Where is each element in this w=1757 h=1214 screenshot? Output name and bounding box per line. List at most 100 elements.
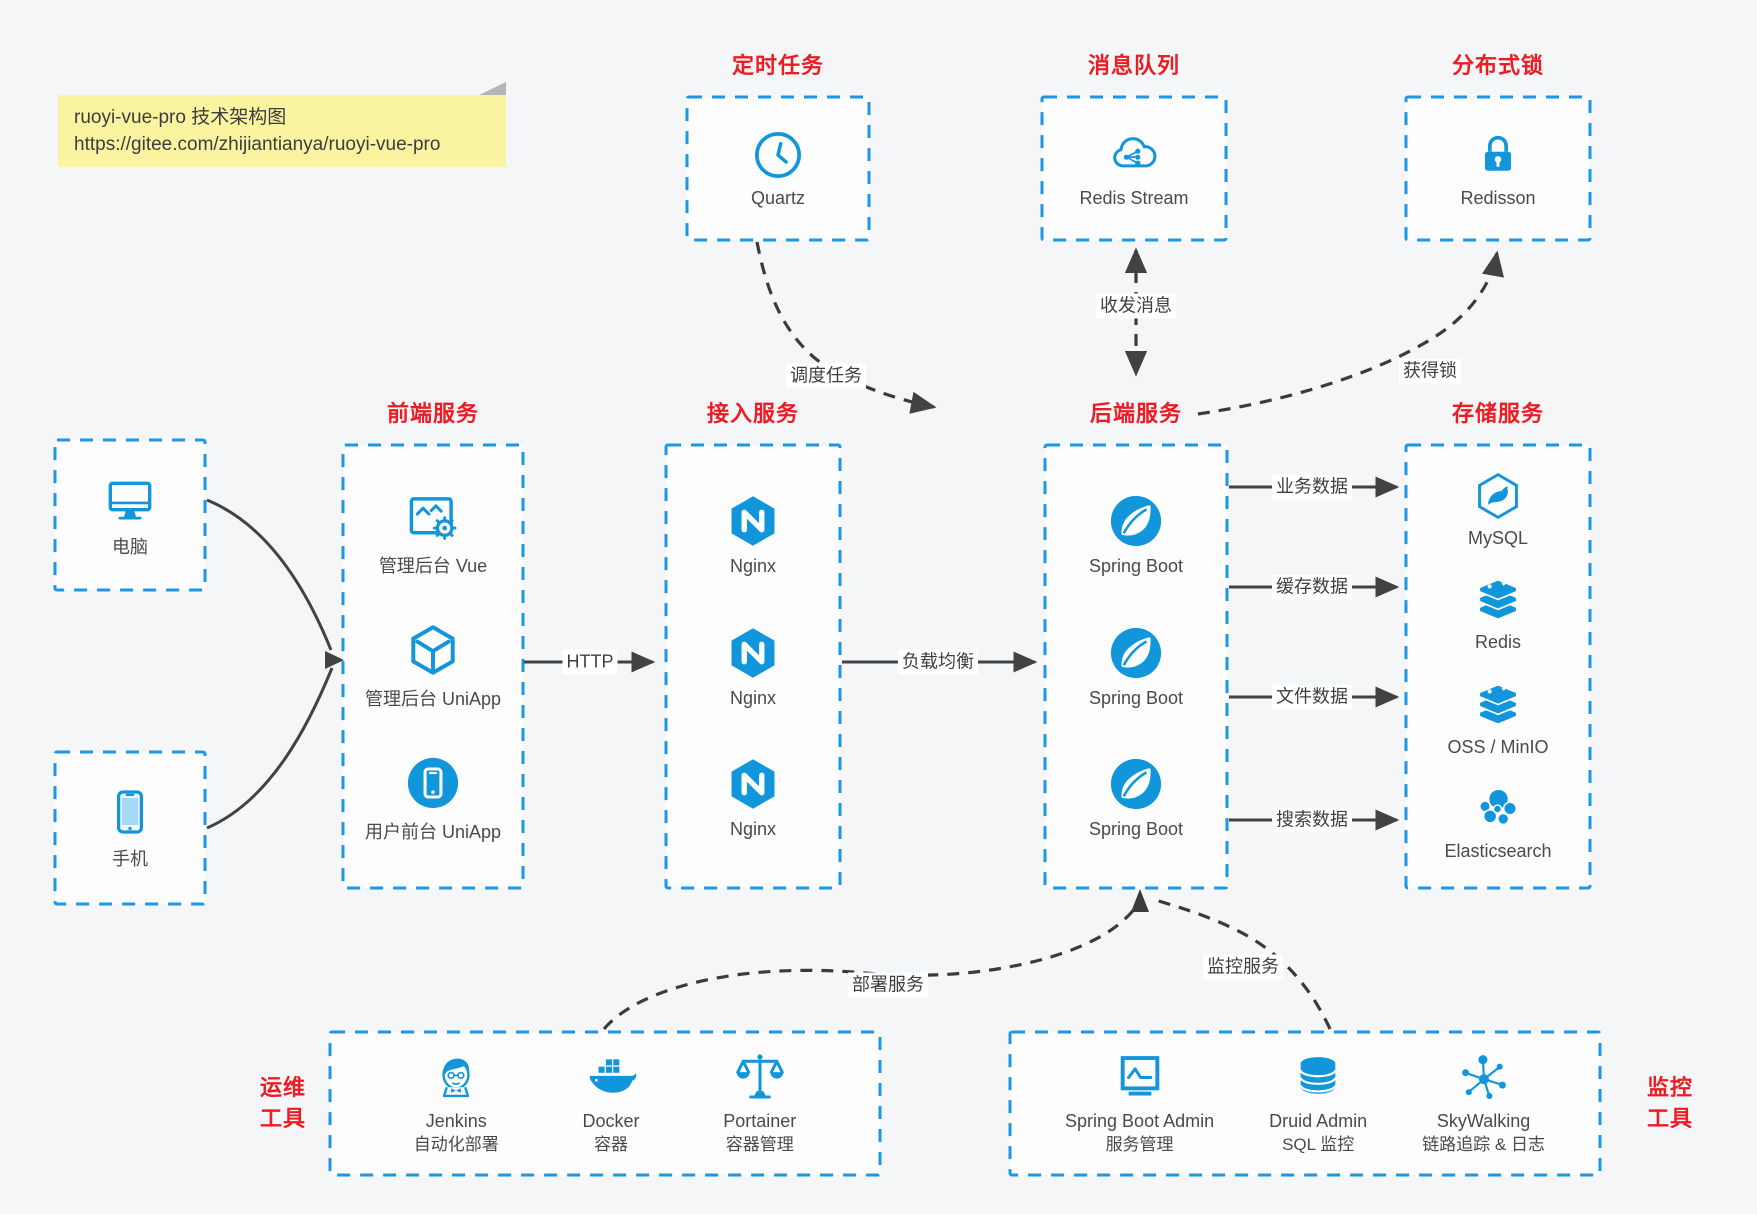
elasticsearch-item: Elasticsearch [1444,784,1552,862]
network-nodes-icon [1461,1055,1506,1100]
redisson-label: Redisson [1460,187,1536,208]
oss-minio-label: OSS / MinIO [1447,736,1549,757]
mysql-dolphin-icon [1478,473,1518,520]
mobile-item: 手机 [104,786,156,871]
spring-boot-admin-item: Spring Boot Admin 服务管理 [1065,1051,1214,1155]
database-icon [1299,1057,1337,1095]
edge-label-file-data: 文件数据 [1272,684,1352,710]
scheduled-task-box [685,95,871,242]
druid-admin-item: Druid Admin SQL 监控 [1269,1051,1367,1155]
skywalking-desc: 链路追踪 & 日志 [1422,1134,1545,1154]
frontend-arrowhead [325,651,344,669]
docker-whale-icon [589,1059,637,1094]
message-queue-box [1040,95,1228,242]
druid-admin-desc: SQL 监控 [1282,1134,1355,1154]
edge-label-business-data: 业务数据 [1272,474,1352,500]
quartz-item: Quartz [751,129,805,209]
monitor-service-arrow [1151,897,1332,1030]
mysql-label: MySQL [1467,528,1528,549]
monitor-pulse-icon [1120,1056,1159,1096]
edge-label-monitor: 监控服务 [1203,954,1283,980]
pc-client-group: 电脑 [55,440,205,590]
clock-icon [755,131,801,178]
nginx-label: Nginx [729,687,777,708]
nginx-item: Nginx [725,493,781,577]
portainer-name: Portainer [723,1111,797,1132]
monitoring-tools-title: 监控 工具 [1630,1072,1710,1134]
pc-to-frontend-arrow [206,498,333,651]
spring-boot-label: Spring Boot [1088,555,1184,576]
pc-item: 电脑 [103,472,157,559]
devops-tools-title: 运维 工具 [243,1072,323,1134]
oss-minio-item: OSS / MinIO [1447,680,1549,758]
spring-boot-item: Spring Boot [1089,493,1183,577]
spring-leaf-icon [1110,495,1162,546]
backend-service-group: Spring Boot Spring Boot Spring Boot [1045,445,1227,888]
spring-boot-item: Spring Boot [1089,756,1183,840]
docker-desc: 容器 [593,1134,628,1154]
smartphone-icon [117,789,143,834]
nginx-icon [731,496,775,546]
note-url: https://gitee.com/zhijiantianya/ruoyi-vu… [74,134,441,155]
redis-item: Redis [1473,575,1523,653]
storage-title: 存储服务 [1451,401,1544,426]
portainer-item: Portainer 容器管理 [723,1051,796,1155]
jenkins-name: Jenkins [425,1111,487,1132]
pc-label: 电脑 [112,536,148,557]
distributed-lock-group: Redisson [1406,97,1590,240]
devops-tools-group: Jenkins 自动化部署 Docker 容器 [330,1032,880,1175]
druid-admin-name: Druid Admin [1269,1111,1368,1132]
scheduled-task-title: 定时任务 [731,53,824,78]
spring-leaf-icon [1110,759,1162,810]
elasticsearch-icon [1479,788,1517,825]
deploy-service-arrow [602,903,1140,1031]
mysql-item: MySQL [1468,471,1528,549]
acquire-lock-arrow [1197,250,1505,416]
spring-boot-admin-name: Spring Boot Admin [1065,1111,1215,1132]
edge-label-acquire-lock: 获得锁 [1399,358,1461,384]
user-uniapp-item: 用户前台 UniApp [365,755,501,844]
admin-uniapp-label: 管理后台 UniApp [364,689,502,709]
monitor-icon [108,481,152,519]
edge-label-search-data: 搜索数据 [1272,807,1352,833]
spring-boot-label: Spring Boot [1088,687,1184,708]
spring-boot-admin-desc: 服务管理 [1105,1134,1174,1154]
spring-boot-label: Spring Boot [1088,819,1184,840]
edge-label-message: 收发消息 [1096,293,1176,319]
admin-uniapp-item: 管理后台 UniApp [365,622,501,711]
nginx-label: Nginx [729,819,777,840]
sticky-note: ruoyi-vue-pro 技术架构图 https://gitee.com/zh… [58,82,506,167]
portainer-desc: 容器管理 [725,1134,794,1154]
nginx-icon [731,627,775,678]
nginx-icon [731,759,775,809]
edge-label-deploy: 部署服务 [848,972,928,998]
user-app-circle-icon [407,757,459,809]
distributed-lock-title: 分布式锁 [1451,53,1544,78]
redis-stream-item: Redis Stream [1079,129,1189,209]
spring-leaf-icon [1110,627,1162,678]
nginx-item: Nginx [725,756,781,840]
spring-boot-item: Spring Boot [1089,625,1183,709]
redis-stack-icon [1478,579,1518,621]
redis-stack-icon [1478,683,1518,725]
storage-service-group: MySQL Redis [1406,445,1590,888]
devops-title-line1: 运维 [259,1075,306,1100]
elasticsearch-label: Elasticsearch [1444,840,1552,861]
edge-label-load-balance: 负载均衡 [898,649,978,675]
backend-bottom-arrowhead [1131,889,1149,912]
backend-title: 后端服务 [1089,401,1182,426]
redis-stream-label: Redis Stream [1079,187,1189,208]
jenkins-desc: 自动化部署 [413,1134,499,1154]
message-queue-group: Redis Stream [1042,97,1226,240]
docker-item: Docker 容器 [582,1051,639,1155]
cloud-stream-icon [1113,136,1157,167]
mobile-label: 手机 [112,848,148,869]
monitoring-tools-group: Spring Boot Admin 服务管理 Druid Admin SQL 监… [1010,1032,1600,1175]
gateway-service-group: Nginx Nginx Nginx [666,445,840,888]
skywalking-item: SkyWalking 链路追踪 & 日志 [1422,1051,1545,1155]
user-uniapp-label: 用户前台 UniApp [364,822,502,842]
docker-name: Docker [582,1111,640,1132]
scheduled-task-group: Quartz [687,97,869,240]
quartz-label: Quartz [750,187,806,208]
